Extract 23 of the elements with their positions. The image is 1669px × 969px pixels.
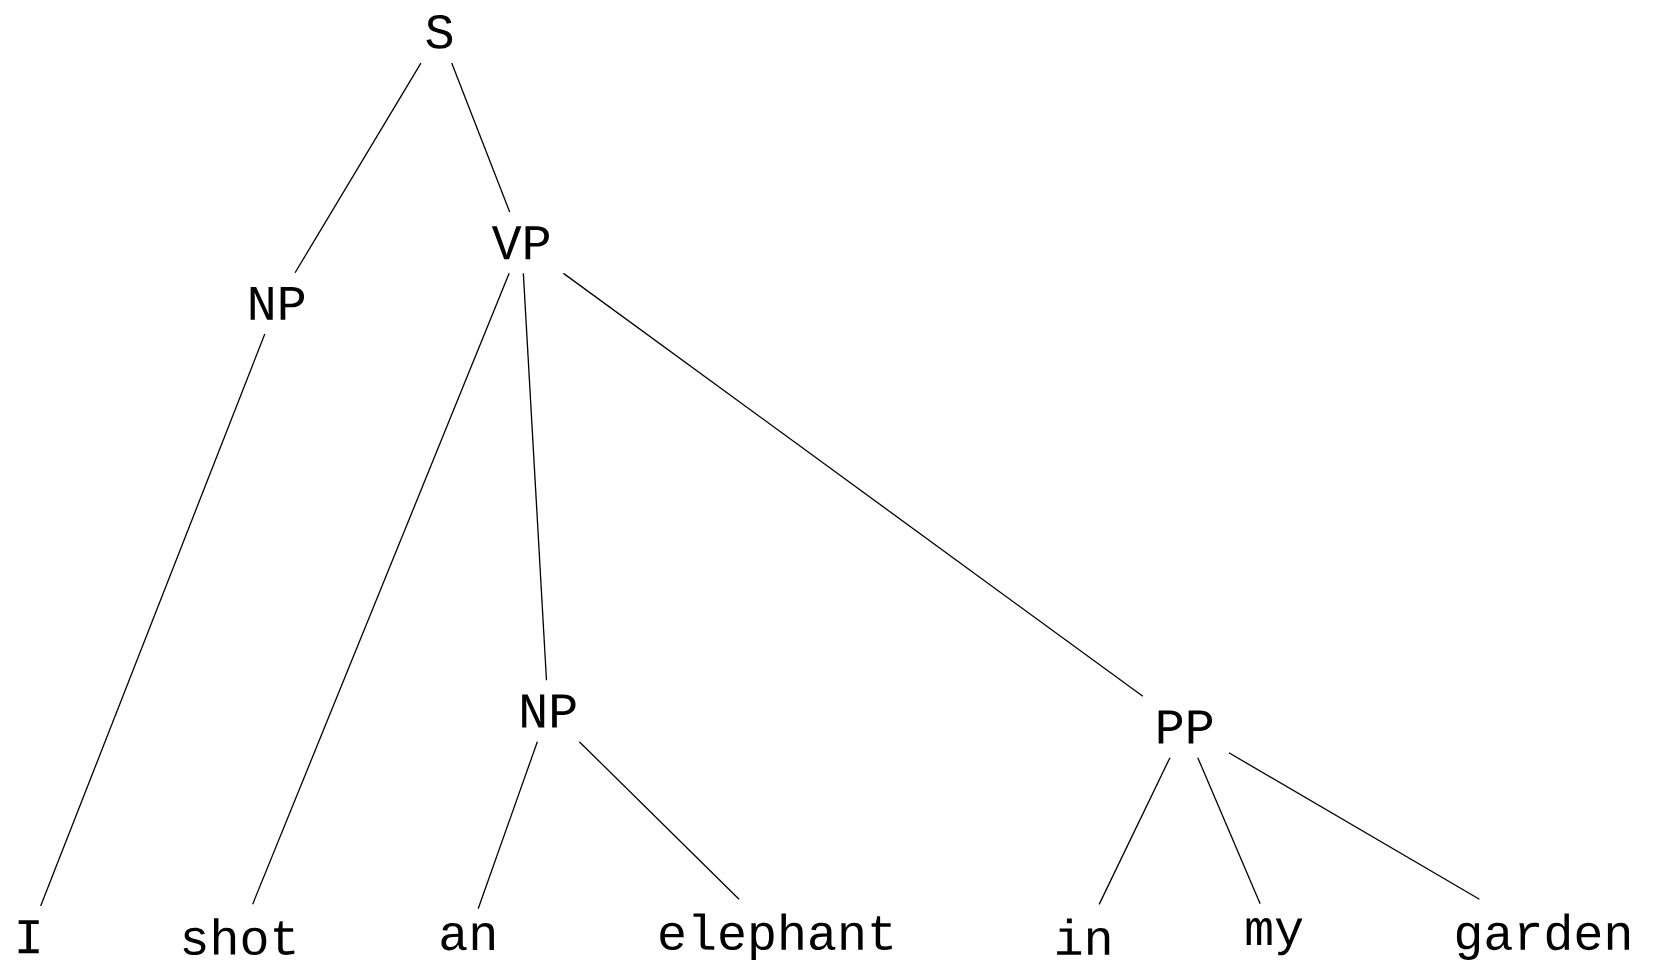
word: an	[441, 923, 494, 951]
word: in	[1057, 918, 1110, 955]
word: my	[1246, 918, 1303, 956]
tree-label: NP	[522, 694, 576, 728]
tree-branch	[578, 741, 740, 900]
tree-label: NP	[250, 286, 304, 320]
tree-branch	[1228, 752, 1481, 900]
word: elephant	[660, 913, 892, 960]
word: garden	[1456, 913, 1629, 960]
tree-branch	[1098, 757, 1171, 906]
tree-label: PP	[1158, 710, 1213, 744]
tree-label: VP	[491, 226, 549, 260]
tree-branch	[40, 333, 266, 907]
tree-branch	[522, 272, 548, 681]
tree-branch	[562, 272, 1144, 697]
tree-branch	[451, 62, 511, 213]
word: I	[18, 920, 39, 954]
word: shot	[183, 918, 295, 956]
tree-branch	[252, 272, 510, 905]
tree-branch	[1197, 757, 1261, 905]
tree-label: S	[426, 14, 453, 49]
tree-branch	[477, 741, 538, 910]
tree-branch	[294, 62, 422, 274]
